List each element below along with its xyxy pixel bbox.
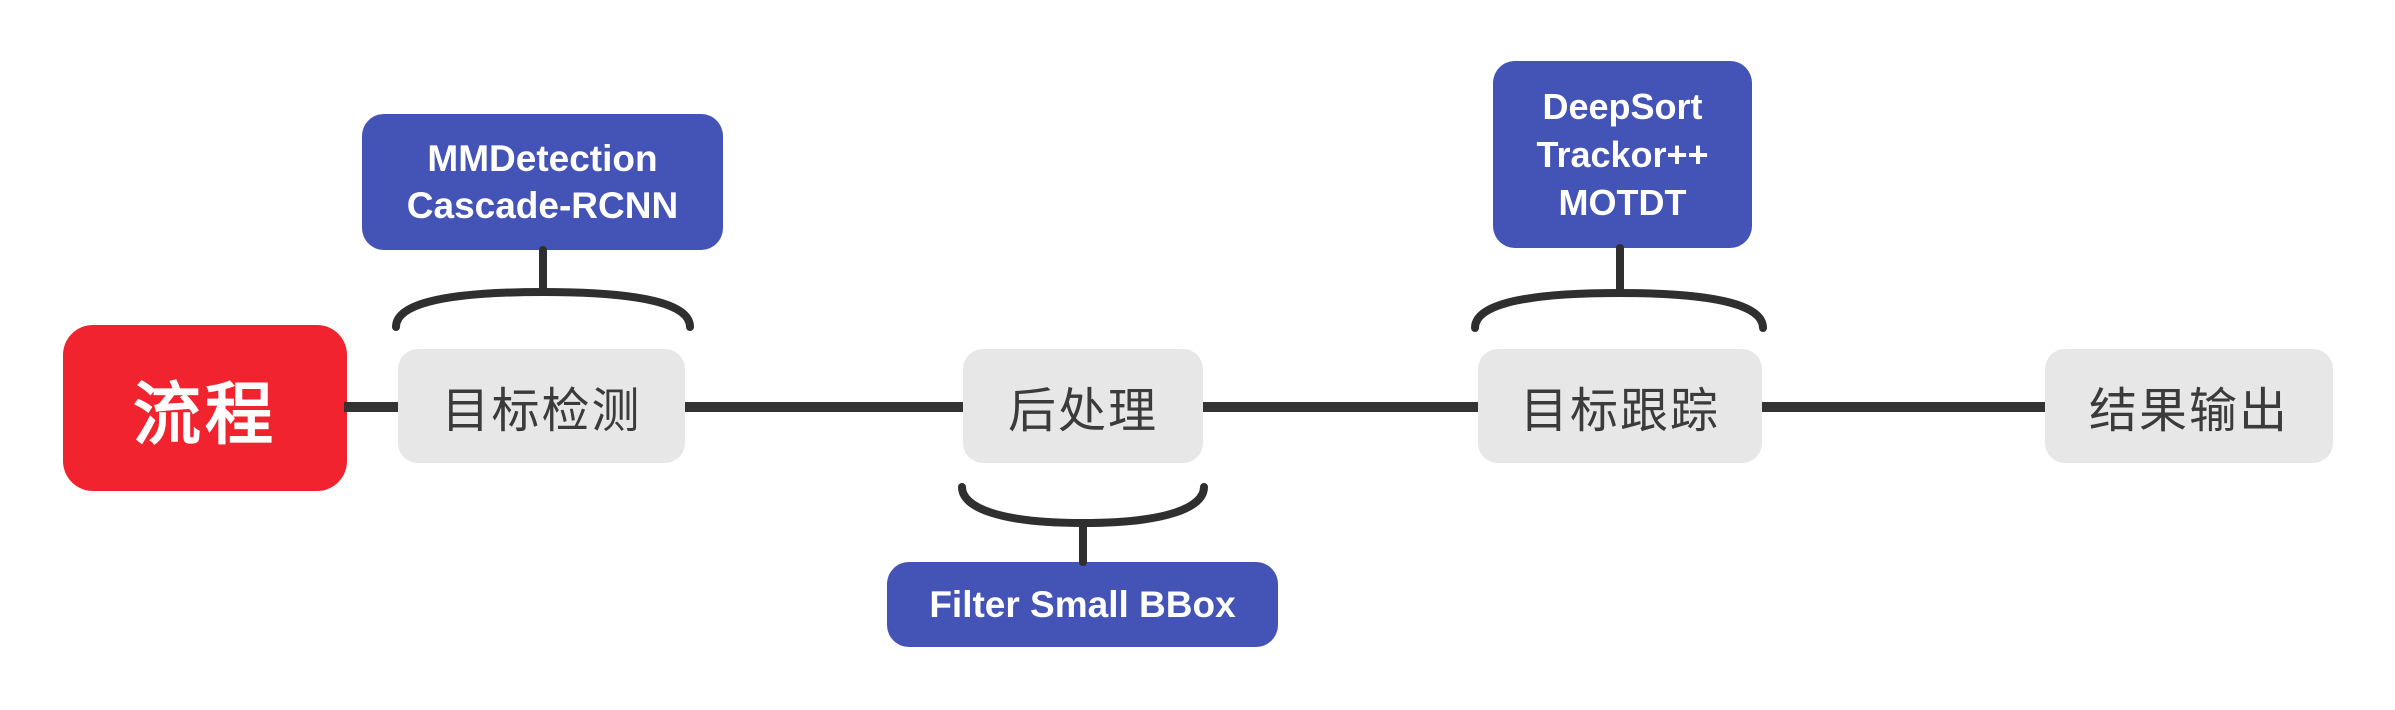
node-object-detection: 目标检测 — [398, 349, 685, 463]
connector-tracking-to-output — [1760, 402, 2049, 412]
node-postprocess-label: 后处理 — [1007, 385, 1158, 438]
annotation-filter-line-1: Filter Small BBox — [929, 583, 1236, 625]
annotation-tracking-line-1: DeepSort — [1542, 85, 1703, 127]
curly-brace-detection — [392, 287, 694, 331]
node-postprocess: 后处理 — [963, 349, 1203, 463]
connector-postprocess-to-tracking — [1201, 402, 1482, 412]
root-node-label: 流程 — [132, 376, 277, 453]
brace-below-postprocess — [958, 483, 1208, 566]
annotation-detection-tools: MMDetection Cascade-RCNN — [362, 114, 723, 250]
annotation-filter-bbox: Filter Small BBox — [887, 562, 1278, 647]
node-object-detection-label: 目标检测 — [441, 385, 642, 438]
annotation-tracking-line-3: MOTDT — [1558, 181, 1687, 223]
node-object-tracking: 目标跟踪 — [1478, 349, 1762, 463]
node-object-tracking-label: 目标跟踪 — [1519, 385, 1720, 438]
annotation-tracking-line-2: Trackor++ — [1536, 133, 1709, 175]
connector-root-to-detection — [344, 402, 404, 412]
root-node-process: 流程 — [63, 325, 347, 491]
connector-detection-to-postprocess — [683, 402, 967, 412]
node-result-output-label: 结果输出 — [2088, 385, 2289, 438]
annotation-detection-line-1: MMDetection — [427, 138, 658, 179]
annotation-tracking-tools: DeepSort Trackor++ MOTDT — [1493, 61, 1752, 248]
curly-brace-tracking — [1471, 288, 1767, 332]
node-result-output: 结果输出 — [2045, 349, 2333, 463]
curly-brace-postprocess — [958, 483, 1208, 528]
brace-above-tracking — [1471, 244, 1767, 332]
annotation-detection-line-2: Cascade-RCNN — [406, 185, 679, 226]
brace-above-detection — [392, 246, 694, 331]
